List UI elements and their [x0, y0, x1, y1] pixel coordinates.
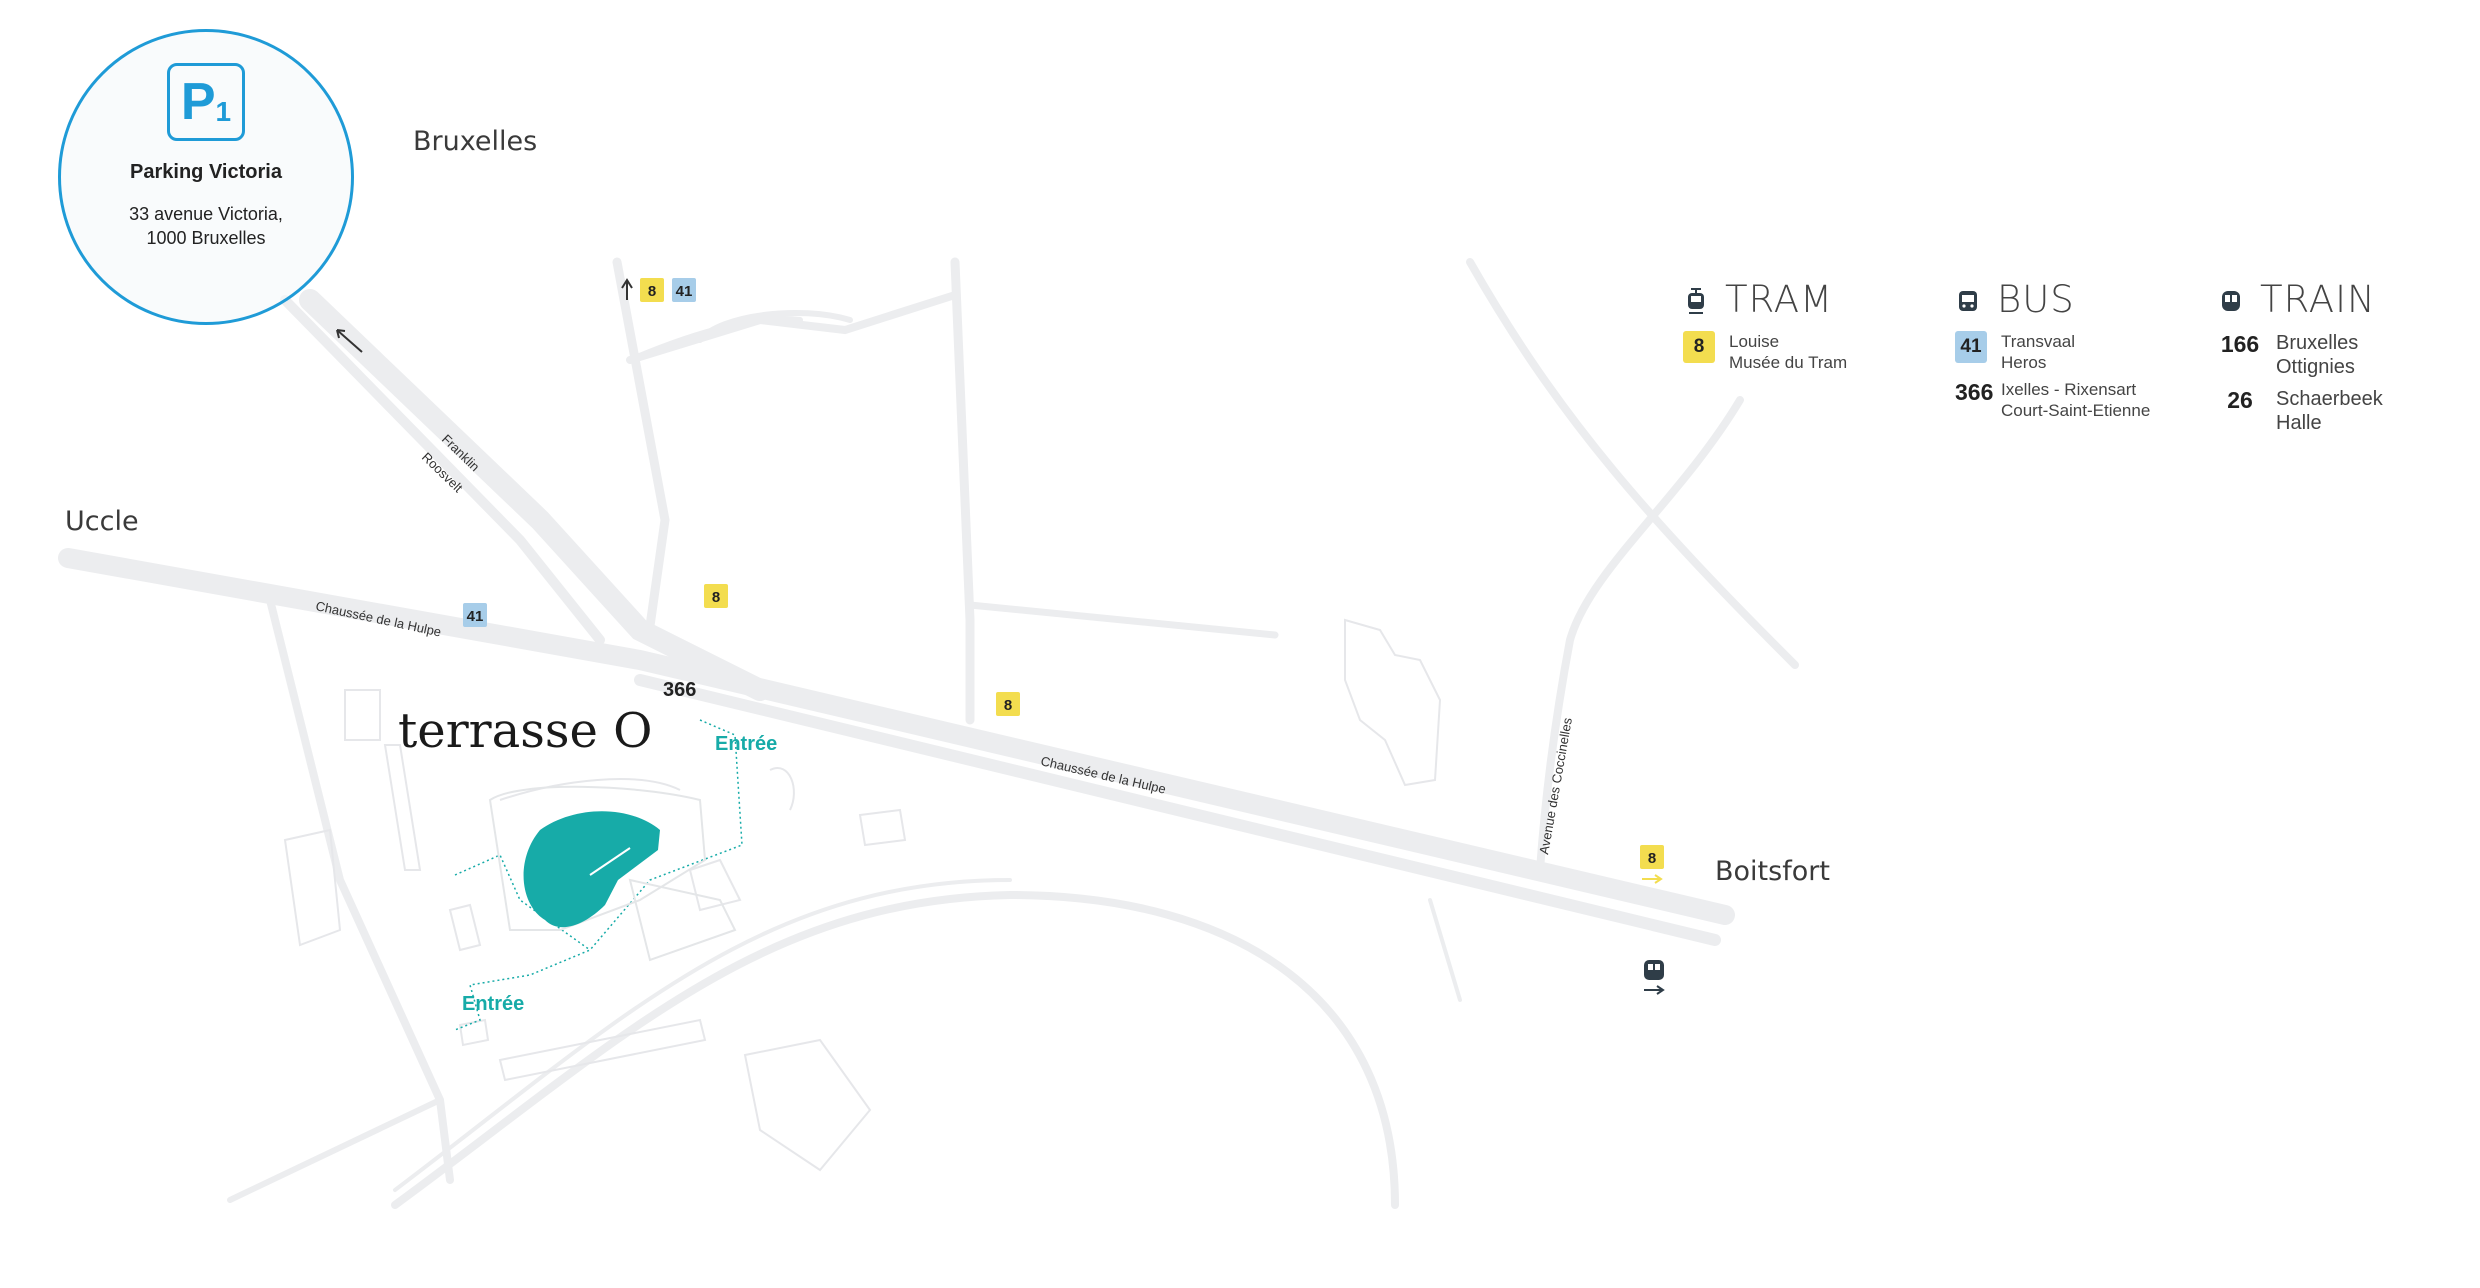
stop-hulpe-bus[interactable]: 41	[463, 603, 487, 627]
train-icon	[2222, 290, 2240, 311]
stop-mid-tram-2[interactable]: 8	[996, 692, 1020, 716]
parking-name: Parking Victoria	[130, 161, 282, 183]
svg-text:41: 41	[467, 608, 484, 625]
svg-text:8: 8	[1648, 850, 1656, 867]
svg-text:8: 8	[1004, 697, 1012, 714]
legend-tram: TRAM 8 Louise Musée du Tram	[1683, 278, 1847, 373]
train-station-icon[interactable]	[1644, 960, 1665, 995]
arrow-north	[621, 278, 633, 300]
roads	[58, 257, 1799, 1209]
bus-41-desc-1: Transvaal	[2001, 332, 2076, 351]
train-26-desc-1: Schaerbeek	[2276, 388, 2383, 410]
legend-bus-line-366[interactable]: 366 Ixelles - Rixensart Court-Saint-Etie…	[1955, 379, 2150, 421]
legend-train-title: TRAIN	[2260, 278, 2376, 321]
parking-sign-letter: P	[180, 73, 216, 131]
bus-366-number: 366	[1955, 379, 1994, 405]
legend-train: TRAIN 166 Bruxelles Ottignies 26 Schaerb…	[2218, 278, 2383, 435]
parking-sign-number: 1	[215, 96, 232, 127]
venue-entrance-2[interactable]: Entrée	[462, 993, 524, 1015]
tram-line-badge: 8	[1683, 331, 1715, 363]
bus-41-desc-2: Heros	[2001, 353, 2047, 372]
train-26-desc-2: Halle	[2276, 412, 2322, 434]
bus-line-badge: 41	[1955, 331, 1987, 363]
city-uccle: Uccle	[65, 506, 139, 537]
legend-tram-title: TRAM	[1725, 278, 1834, 321]
stop-mid-tram-1[interactable]: 8	[704, 584, 728, 608]
tram-icon	[1688, 287, 1704, 314]
legend-train-line-26[interactable]: 26 Schaerbeek Halle	[2218, 387, 2383, 435]
venue-structures	[488, 785, 737, 962]
legend-bus: BUS 41 Transvaal Heros 366 Ixelles - Rix…	[1955, 278, 2150, 421]
arrow-to-parking	[336, 329, 363, 353]
parking-address-line2: 1000 Bruxelles	[146, 228, 266, 248]
parking-address: 33 avenue Victoria, 1000 Bruxelles	[61, 202, 351, 250]
svg-text:8: 8	[648, 283, 656, 300]
stop-top-bus[interactable]: 41	[672, 278, 696, 302]
bus-366-desc-2: Court-Saint-Etienne	[2001, 401, 2151, 420]
train-166-desc-1: Bruxelles	[2276, 332, 2359, 354]
svg-text:41: 41	[676, 283, 693, 300]
svg-text:8: 8	[712, 589, 720, 606]
legend-train-header: TRAIN	[2218, 278, 2383, 321]
legend-tram-header: TRAM	[1683, 278, 1847, 321]
city-boitsfort: Boitsfort	[1715, 856, 1830, 887]
parking-address-line1: 33 avenue Victoria,	[129, 204, 283, 224]
train-26-number: 26	[2227, 387, 2253, 413]
bus-icon	[1959, 290, 1977, 311]
venue-building-detail	[589, 847, 631, 876]
stop-boitsfort-tram[interactable]: 8	[1640, 845, 1664, 884]
legend-bus-line-41[interactable]: 41 Transvaal Heros	[1955, 331, 2150, 373]
stop-top-tram[interactable]: 8	[640, 278, 664, 302]
street-coccinelles: Avenue des Coccinelles	[1536, 716, 1575, 856]
legend-bus-header: BUS	[1955, 278, 2150, 321]
train-166-desc-2: Ottignies	[2276, 356, 2355, 378]
legend-train-line-166[interactable]: 166 Bruxelles Ottignies	[2218, 331, 2383, 379]
tram-line-desc-2: Musée du Tram	[1729, 353, 1848, 372]
legend-tram-line-8[interactable]: 8 Louise Musée du Tram	[1683, 331, 1847, 373]
legend-bus-title: BUS	[1997, 278, 2075, 321]
bus-stop-366-label: 366	[663, 679, 696, 701]
venue-logo: terrasse O	[398, 703, 652, 759]
bus-366-desc-1: Ixelles - Rixensart	[2001, 380, 2137, 399]
venue-entrance-1[interactable]: Entrée	[715, 733, 777, 755]
buildings	[283, 618, 1442, 1172]
train-166-number: 166	[2220, 331, 2260, 357]
tram-line-desc-1: Louise	[1729, 332, 1780, 351]
venue-building	[523, 811, 660, 928]
city-bruxelles: Bruxelles	[413, 126, 537, 157]
